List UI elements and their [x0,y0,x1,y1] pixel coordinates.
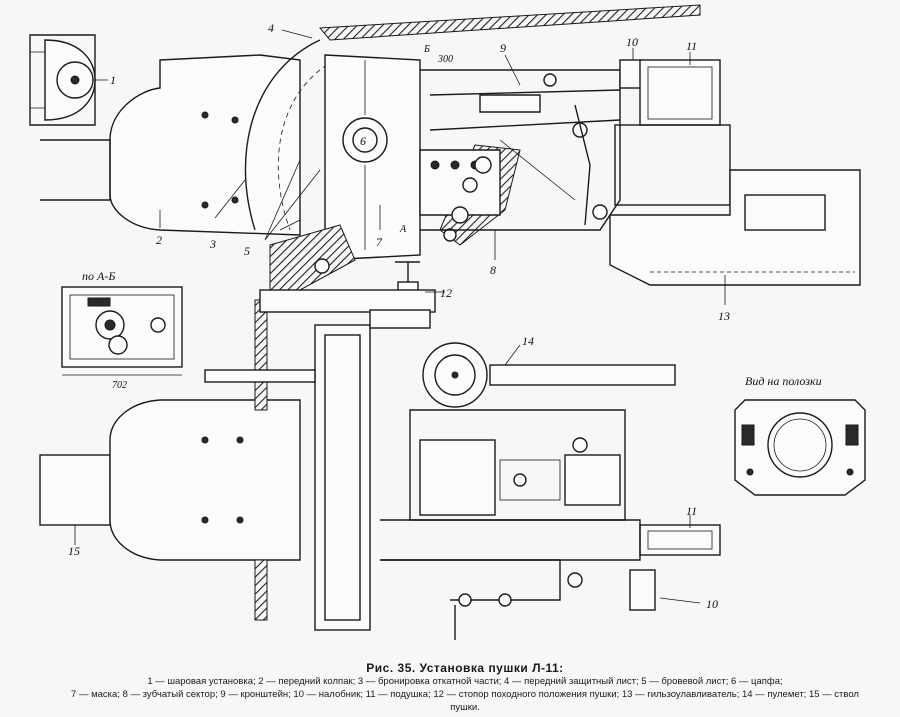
ball-mount [29,34,96,126]
slides-view-title: Вид на полозки [745,374,822,388]
label-1: 1 [110,73,116,87]
section-label: по А-Б [82,269,115,283]
legend-line-2: 7 — маска; 8 — зубчатый сектор; 9 — крон… [71,689,859,713]
brow-pad [619,59,643,89]
mask-plate [324,54,421,261]
label-13: 13 [718,309,730,323]
caption-title: Рис. 35. Установка пушки Л-11: [366,661,564,675]
central-mechanism [409,409,626,521]
label-15: 15 [68,544,80,558]
dimension-300: 300 [437,54,453,65]
label-6: 6 [360,134,366,148]
label-8: 8 [490,263,496,277]
bracket-linkage [420,69,621,231]
front-protective-sheet [318,4,701,41]
label-10: 10 [626,35,638,49]
lower-brow-pad [629,569,656,611]
figure-caption: Рис. 35. Установка пушки Л-11: 1 — шаров… [70,662,860,714]
toothed-sector [419,144,521,246]
front-cap [40,54,301,236]
label-11: 11 [686,39,697,53]
side-view [29,4,861,312]
label-10-lower: 10 [706,597,718,611]
section-mark-a: А [399,224,407,235]
plan-view [39,289,721,640]
label-12: 12 [440,286,452,300]
legend-line-1: 1 — шаровая установка; 2 — передний колп… [147,676,783,687]
section-ab-inset [61,286,183,376]
machine-gun [422,342,676,408]
cushion [614,59,731,206]
label-4: 4 [268,21,274,35]
label-3: 3 [209,237,216,251]
section-mark-b: Б [423,44,430,55]
gun-barrel [39,454,111,526]
technical-drawing: 1 2 3 4 5 6 7 8 9 10 11 12 13 14 15 11 1… [29,4,866,640]
label-11-lower: 11 [686,504,697,518]
label-2: 2 [156,233,162,247]
lower-cushion [380,519,721,561]
label-7: 7 [376,235,383,249]
label-9: 9 [500,41,506,55]
label-14: 14 [522,334,534,348]
slides-view-inset [734,399,866,496]
label-5: 5 [244,244,250,258]
casing-catcher [609,169,861,286]
dimension-702: 702 [112,380,127,391]
